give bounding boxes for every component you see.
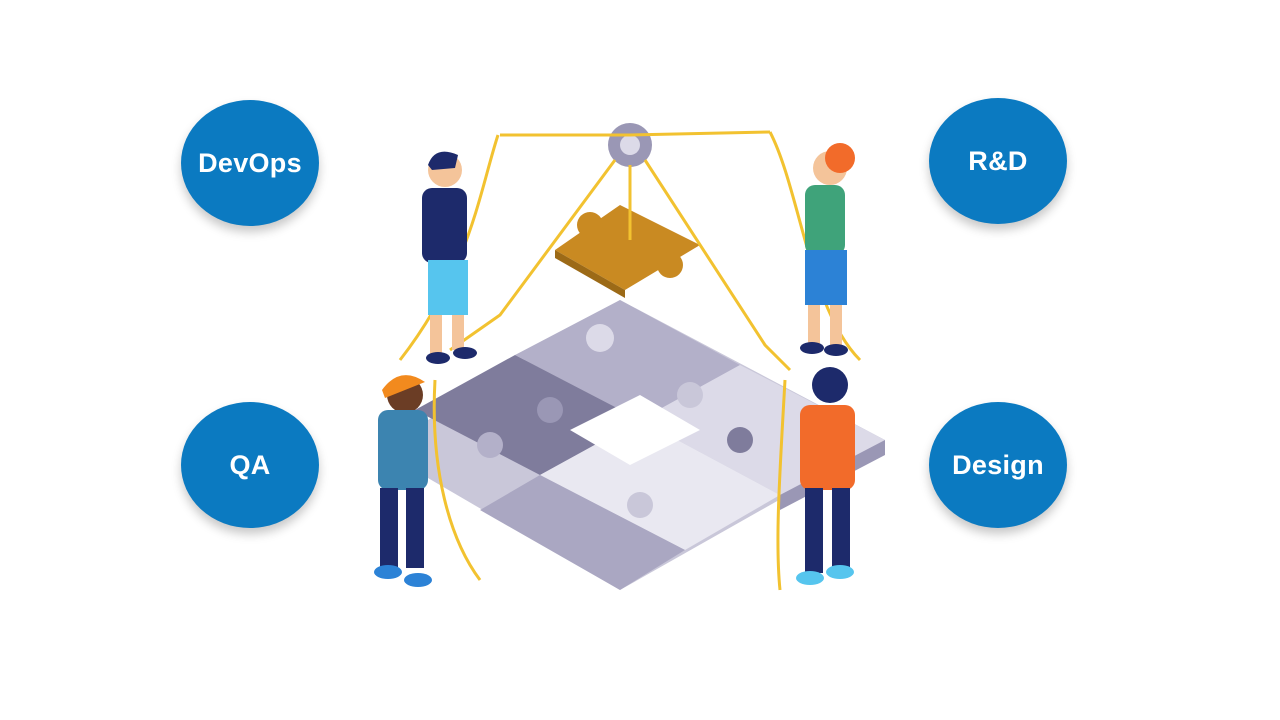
team-puzzle-illustration bbox=[374, 123, 885, 591]
design-bubble: Design bbox=[929, 402, 1067, 528]
gold-puzzle-piece bbox=[555, 205, 700, 298]
devops-label: DevOps bbox=[198, 147, 302, 178]
person-devops bbox=[422, 151, 477, 364]
rd-bubble: R&D bbox=[929, 98, 1067, 224]
person-design bbox=[796, 367, 855, 585]
person-qa bbox=[374, 375, 432, 587]
qa-label: QA bbox=[229, 449, 271, 480]
design-label: Design bbox=[952, 449, 1044, 480]
puzzle-floor bbox=[380, 300, 885, 590]
rd-label: R&D bbox=[968, 145, 1028, 176]
devops-bubble: DevOps bbox=[181, 100, 319, 226]
person-rd bbox=[800, 143, 855, 356]
ropes bbox=[398, 130, 862, 591]
qa-bubble: QA bbox=[181, 402, 319, 528]
